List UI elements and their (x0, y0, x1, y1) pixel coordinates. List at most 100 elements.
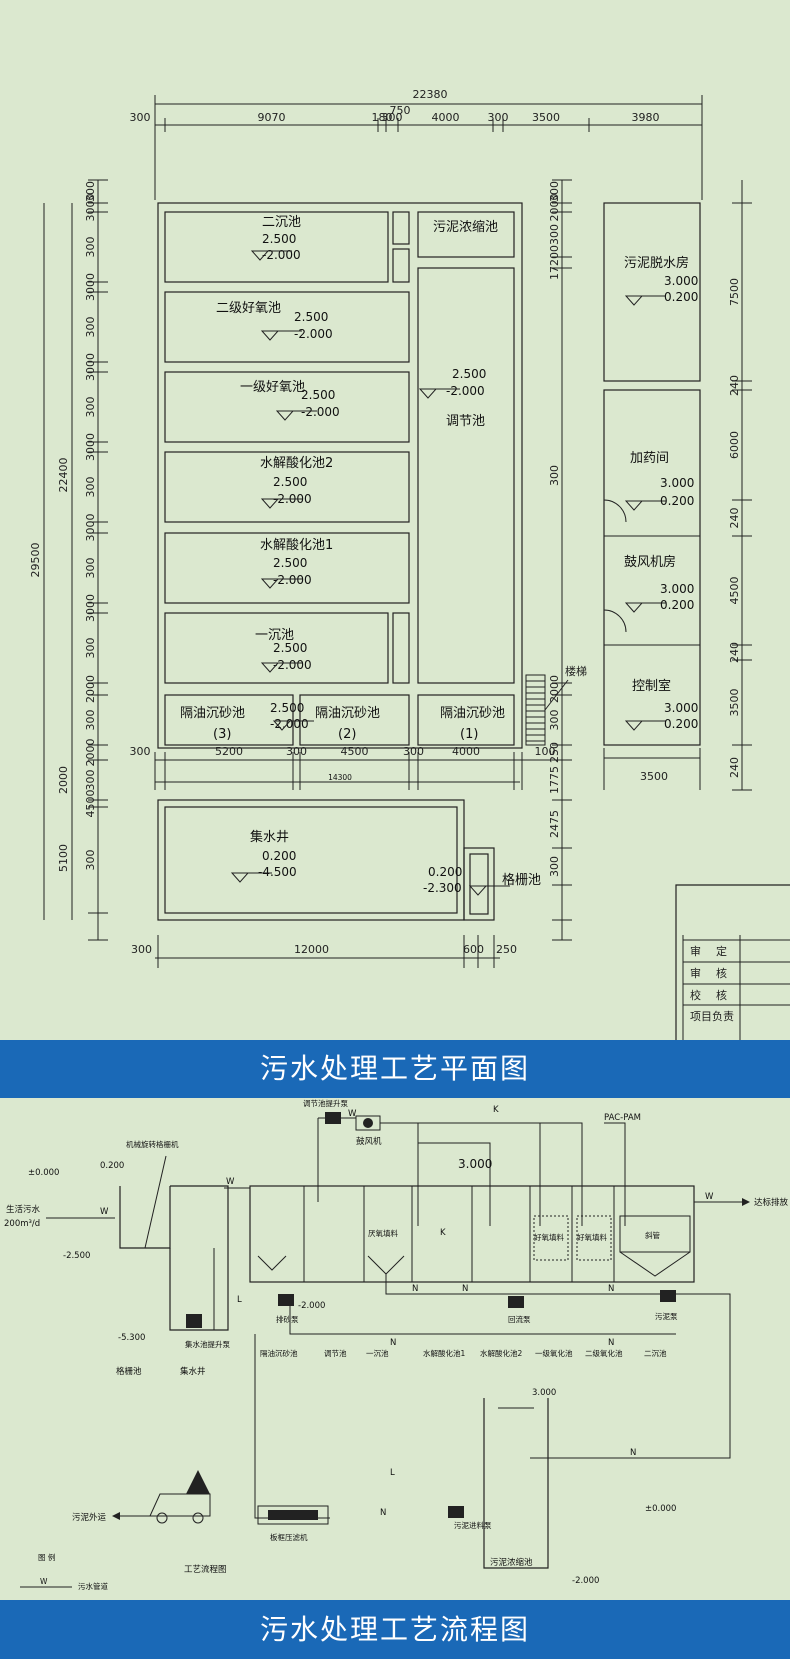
room-name: 隔油沉砂池 (315, 706, 380, 721)
elevation: 0.200 (664, 717, 698, 731)
dim: 4500 (84, 790, 97, 818)
elevation: 3.000 (664, 701, 698, 715)
elevation: -2.000 (301, 405, 340, 419)
dim: 3000 (84, 433, 97, 461)
dim: 3500 (728, 689, 741, 717)
dim: 300 (84, 237, 97, 258)
dim-sub: 750 (390, 104, 411, 117)
dim: 4500 (341, 745, 369, 758)
dim: 3980 (632, 111, 660, 124)
main-building-outline (157, 202, 523, 749)
elevation: 2.500 (270, 701, 304, 715)
dim: 17200 (548, 245, 561, 280)
dim: 250 (496, 943, 517, 956)
dim: 22400 (57, 458, 70, 493)
room-name: 一沉池 (255, 628, 294, 643)
tank-label: 二级氧化池 (585, 1348, 623, 1358)
dim: 3000 (84, 194, 97, 222)
outlet: W 达标排放 (694, 1192, 789, 1208)
fill-label: 好氧填料 (534, 1232, 564, 1242)
dim: 2000 (548, 675, 561, 703)
pump-label: 污泥进料泵 (454, 1520, 492, 1530)
room-name: 二沉池 (262, 215, 301, 230)
bottom-dimensions: 300 12000 600 250 (131, 935, 517, 968)
flow-letter: N (630, 1448, 636, 1458)
pump-label: 调节池提升泵 (303, 1098, 348, 1108)
elevation: 0.200 (660, 598, 694, 612)
tank-names: 隔油沉砂池 调节池 一沉池 水解酸化池1 水解酸化池2 一级氧化池 二级氧化池 … (260, 1348, 667, 1358)
process-tanks: 厌氧填料 好氧填料 好氧填料 斜管 (249, 1185, 695, 1283)
dim: 300 (286, 745, 307, 758)
dim: 300 (84, 181, 97, 202)
tank-label: 污泥浓缩池 (490, 1557, 533, 1568)
elevation: -5.300 (118, 1333, 145, 1343)
tank-label: 一沉池 (366, 1348, 389, 1358)
dim: 300 (548, 181, 561, 202)
fill-label: 厌氧填料 (368, 1228, 398, 1238)
dim: 240 (728, 757, 741, 778)
pump-label: 回流泵 (508, 1314, 531, 1324)
right-dimensions: 3500 30020003001720030020003002501775247… (548, 179, 752, 941)
dim: 2475 (548, 810, 561, 838)
room-name: 鼓风机房 (624, 554, 676, 570)
dim: 4000 (452, 745, 480, 758)
flow-letter: W (226, 1177, 235, 1187)
room-name: 二级好氧池 (216, 301, 281, 316)
elevation: 0.200 (660, 494, 694, 508)
tank-label: 集水井 (180, 1366, 206, 1377)
elevation: -2.000 (294, 327, 333, 341)
inlet: 机械旋转格栅机 ±0.000 0.200 生活污水 200m³/d W -2.5… (4, 1139, 325, 1377)
dim: 3000 (84, 353, 97, 381)
dim: 3000 (84, 594, 97, 622)
tank-label: 水解酸化池2 (480, 1348, 522, 1358)
left-dimensions: 29500 22400 2000 5100 300300030030003003… (29, 179, 108, 941)
sludge-thickener: 3.000 污泥浓缩池 污泥进料泵 ±0.000 -2.000 (448, 1388, 676, 1586)
fill-label: 好氧填料 (577, 1232, 607, 1242)
flow-letter: W (348, 1109, 357, 1119)
titleblock-cell: 核 (716, 966, 727, 980)
outlet-label: 达标排放 (754, 1197, 789, 1208)
dim: 240 (728, 508, 741, 529)
room-name: 格栅池 (502, 872, 541, 888)
room-labels: 二沉池 2.500 -2.000 二级好氧池 2.500 -2.000 一级好氧… (180, 215, 587, 742)
tank-label: 一级氧化池 (535, 1348, 573, 1358)
room-name: 隔油沉砂池 (180, 706, 245, 721)
tank-label: 隔油沉砂池 (260, 1348, 298, 1358)
dim: 3000 (84, 273, 97, 301)
tank-label: 格栅池 (116, 1366, 142, 1377)
dim: 5100 (57, 844, 70, 872)
dim: 300 (548, 224, 561, 245)
dim: 300 (84, 397, 97, 418)
elevation: 3.000 (532, 1388, 556, 1398)
elevation: -2.300 (423, 881, 462, 895)
titleblock-cell: 项目负责 (690, 1009, 734, 1023)
dim: 2000 (84, 675, 97, 703)
dim: 29500 (29, 543, 42, 578)
dim: 4500 (728, 577, 741, 605)
room-name: 水解酸化池1 (260, 538, 333, 553)
regulating-pump: 调节池提升泵 W W (224, 1098, 357, 1202)
elevation: 2.500 (301, 388, 335, 402)
elevation: 0.200 (100, 1161, 124, 1171)
elevation: -2.000 (298, 1301, 325, 1311)
flow-letter: K (440, 1228, 446, 1238)
dim: 300 (84, 477, 97, 498)
room-number: (3) (213, 727, 231, 742)
dim: 300 (84, 850, 97, 871)
flow-letter: W (100, 1207, 109, 1217)
elevation: ±0.000 (645, 1504, 676, 1514)
flow-letter: K (493, 1105, 499, 1115)
dim: 240 (728, 642, 741, 663)
room-number: (1) (460, 727, 478, 742)
flow-letter: N (412, 1284, 418, 1294)
pac-label: PAC-PAM (604, 1113, 641, 1123)
room-name: 污泥脱水房 (624, 255, 689, 271)
flow-letter: N (608, 1338, 614, 1348)
pump-label: 污泥泵 (655, 1312, 678, 1321)
elevation: 3.000 (664, 274, 698, 288)
flow-title: 工艺流程图 (184, 1564, 227, 1575)
legend-title: 图 例 (38, 1552, 55, 1562)
dim: 3500 (532, 111, 560, 124)
elevation: 3.000 (660, 476, 694, 490)
